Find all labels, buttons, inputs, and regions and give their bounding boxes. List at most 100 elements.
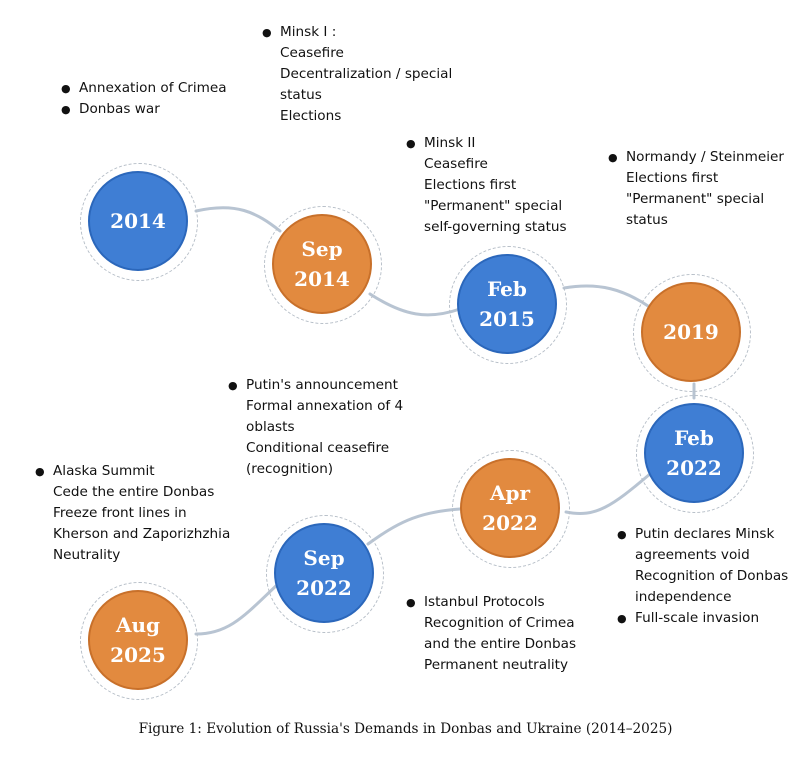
note-line: Cede the entire Donbas [53, 484, 215, 500]
connector-feb2022-apr2022 [564, 472, 652, 515]
node-label-month: Apr [489, 481, 531, 505]
note-item: ● Normandy / Steinmeier Elections first … [608, 147, 784, 231]
dashed-ring [266, 515, 384, 633]
note-aug-2025: ● Alaska Summit Cede the entire Donbas F… [35, 461, 230, 566]
note-item: ● Putin's announcement Formal annexation… [228, 375, 403, 480]
note-line: Putin's announcement [246, 377, 398, 393]
note-item: ● Minsk II Ceasefire Elections first "Pe… [406, 133, 567, 238]
note-line: Annexation of Crimea [79, 80, 227, 96]
note-line: Elections first [424, 177, 517, 193]
note-line: "Permanent" special [424, 198, 563, 214]
note-line: Kherson and Zaporizhzhia [53, 526, 231, 542]
node-label-year: 2022 [296, 576, 352, 600]
note-item: ● Full-scale invasion [617, 608, 788, 629]
note-line: Conditional ceasefire [246, 440, 390, 456]
note-line: Elections first [626, 170, 719, 186]
note-line: Decentralization / special [280, 66, 453, 82]
bullet-icon: ● [608, 151, 618, 164]
node-label-year: 2015 [479, 307, 535, 331]
note-line: Alaska Summit [53, 463, 155, 479]
node-label-year: 2022 [482, 511, 538, 535]
note-feb-2022: ● Putin declares Minsk agreements void R… [617, 524, 788, 629]
node-aug-2025: Aug 2025 [80, 582, 198, 700]
note-item: ● Alaska Summit Cede the entire Donbas F… [35, 461, 230, 566]
connector-apr2022-sep2022 [366, 507, 462, 546]
note-line: status [280, 87, 322, 103]
note-line: self-governing status [424, 219, 567, 235]
note-line: Putin declares Minsk [635, 526, 775, 542]
note-sep-2022: ● Putin's announcement Formal annexation… [228, 375, 403, 480]
note-line: Recognition of Donbas [635, 568, 789, 584]
note-apr-2022: ● Istanbul Protocols Recognition of Crim… [406, 592, 576, 676]
node-label-year: 2025 [110, 643, 166, 667]
bullet-icon: ● [262, 26, 272, 39]
note-line: independence [635, 589, 732, 605]
note-line: Donbas war [79, 101, 160, 117]
note-item: ● Annexation of Crimea [61, 78, 227, 99]
bullet-icon: ● [61, 82, 71, 95]
note-line: Formal annexation of 4 [246, 398, 404, 414]
connector-2014-sep2014 [194, 206, 282, 233]
figure-caption: Figure 1: Evolution of Russia's Demands … [138, 721, 673, 737]
dashed-ring [452, 450, 570, 568]
note-line: Neutrality [53, 547, 121, 563]
node-feb-2022: Feb 2022 [636, 395, 754, 513]
dashed-ring [80, 582, 198, 700]
node-apr-2022: Apr 2022 [452, 450, 570, 568]
bullet-icon: ● [617, 612, 627, 625]
note-item: ● Istanbul Protocols Recognition of Crim… [406, 592, 576, 676]
note-2019: ● Normandy / Steinmeier Elections first … [608, 147, 784, 231]
note-item: ● Donbas war [61, 99, 227, 120]
node-label-year: 2022 [666, 456, 722, 480]
bullet-icon: ● [617, 528, 627, 541]
bullet-icon: ● [61, 103, 71, 116]
connector-sep2014-feb2015 [368, 292, 462, 317]
note-line: Minsk II [424, 135, 476, 151]
node-2014: 2014 [80, 163, 198, 281]
bullet-icon: ● [228, 379, 238, 392]
node-label-month: Sep [301, 237, 343, 261]
bullet-icon: ● [406, 137, 416, 150]
connector-sep2022-aug2025 [194, 582, 280, 636]
dashed-ring [449, 246, 567, 364]
note-line: agreements void [635, 547, 750, 563]
note-line: Ceasefire [424, 156, 488, 172]
note-line: Ceasefire [280, 45, 344, 61]
note-line: Permanent neutrality [424, 657, 569, 673]
note-sep-2014: ● Minsk I : Ceasefire Decentralization /… [262, 22, 452, 127]
node-label: 2019 [663, 320, 719, 344]
dashed-ring [264, 206, 382, 324]
bullet-icon: ● [35, 465, 45, 478]
dashed-ring [633, 274, 751, 392]
note-line: status [626, 212, 668, 228]
node-2019: 2019 [633, 274, 751, 392]
note-item: ● Putin declares Minsk agreements void R… [617, 524, 788, 608]
note-2014: ● Annexation of Crimea ● Donbas war [61, 78, 227, 120]
note-line: oblasts [246, 419, 295, 435]
note-line: and the entire Donbas [424, 636, 577, 652]
note-line: Minsk I : [280, 24, 337, 40]
node-label-month: Sep [303, 546, 345, 570]
node-label: 2014 [110, 209, 166, 233]
note-line: Elections [280, 108, 342, 124]
note-line: Normandy / Steinmeier [626, 149, 784, 165]
note-line: Full-scale invasion [635, 610, 760, 626]
node-label-year: 2014 [294, 267, 350, 291]
note-line: Freeze front lines in [53, 505, 187, 521]
dashed-ring [80, 163, 198, 281]
dashed-ring [636, 395, 754, 513]
note-item: ● Minsk I : Ceasefire Decentralization /… [262, 22, 452, 127]
node-label-month: Feb [487, 277, 527, 301]
node-feb-2015: Feb 2015 [449, 246, 567, 364]
node-label-month: Aug [115, 613, 161, 637]
connector-feb2015-2019 [562, 284, 650, 308]
node-sep-2014: Sep 2014 [264, 206, 382, 324]
node-label-month: Feb [674, 426, 714, 450]
note-line: (recognition) [246, 461, 334, 477]
note-line: Recognition of Crimea [424, 615, 575, 631]
bullet-icon: ● [406, 596, 416, 609]
node-sep-2022: Sep 2022 [266, 515, 384, 633]
note-line: "Permanent" special [626, 191, 765, 207]
note-feb-2015: ● Minsk II Ceasefire Elections first "Pe… [406, 133, 567, 238]
